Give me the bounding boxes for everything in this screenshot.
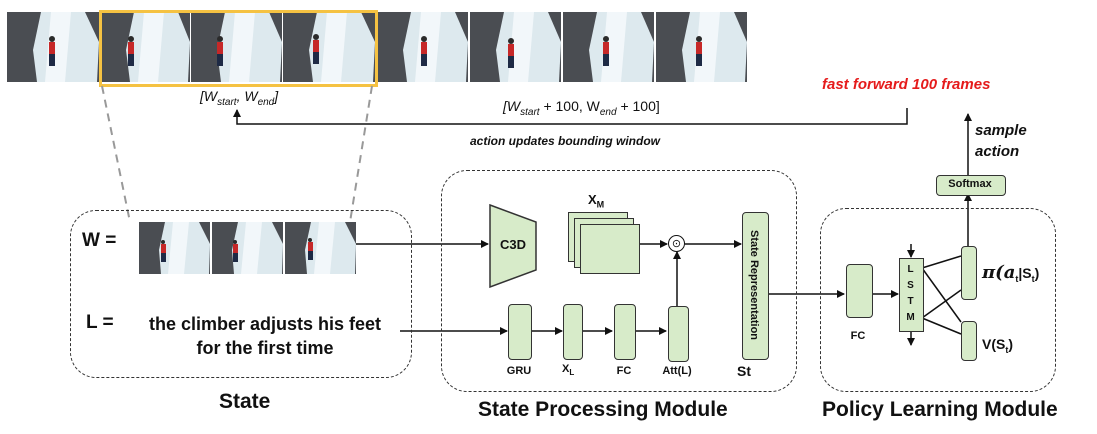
video-frame (283, 12, 375, 82)
lstm-letter: S (907, 280, 914, 291)
zoom-line-right (349, 85, 373, 223)
state-module-box (70, 210, 412, 378)
video-frame (191, 12, 282, 82)
attention-block (668, 306, 689, 362)
xm-feature-map-front (580, 224, 640, 274)
query-sentence: the climber adjusts his feet for the fir… (120, 312, 410, 360)
xl-label: XL (562, 363, 575, 378)
w-label: W = (82, 230, 117, 251)
attention-label: Att(L) (662, 365, 692, 377)
frame-image (100, 12, 190, 82)
zoom-line-left (101, 85, 131, 223)
gru-label: GRU (506, 365, 532, 377)
video-frame (100, 12, 190, 82)
policy-output-block (961, 246, 977, 300)
product-symbol: ⊙ (671, 238, 682, 250)
policy-learning-title: Policy Learning Module (822, 398, 1058, 421)
state-frame (139, 222, 210, 274)
lstm-pi-line-1 (921, 255, 962, 269)
lstm-v-line-2 (921, 317, 962, 335)
c3d-label: C3D (499, 237, 526, 252)
video-frame (7, 12, 99, 82)
frame-image (470, 12, 561, 82)
frame-image (191, 12, 282, 82)
fc-label: FC (616, 365, 632, 377)
sample-action-line-2: action (975, 143, 1020, 160)
video-frame (563, 12, 654, 82)
lstm-block (899, 258, 924, 332)
policy-learning-module-box (820, 208, 1056, 392)
frame-image (283, 12, 375, 82)
state-representation-label-wrap: State Representation (742, 212, 767, 358)
st-label: St (737, 363, 751, 379)
video-frame (656, 12, 747, 82)
c3d-block (489, 204, 537, 288)
lstm-letter: M (906, 312, 915, 323)
video-frame (377, 12, 468, 82)
frame-image (212, 222, 283, 274)
current-window-highlight (99, 10, 378, 87)
action-updates-label: action updates bounding window (470, 134, 660, 148)
elementwise-product-node: ⊙ (668, 235, 685, 252)
policy-fc-label: FC (850, 330, 866, 342)
query-sentence-line-2: for the first time (196, 338, 334, 358)
lstm-label: L S T M (899, 262, 922, 326)
state-frame (212, 222, 283, 274)
state-frame (285, 222, 356, 274)
policy-output-label: π(at|St) (982, 262, 1040, 284)
frame-image (7, 12, 99, 82)
fast-forward-label: fast forward 100 frames (822, 76, 991, 93)
frame-image (285, 222, 356, 274)
frame-image (656, 12, 747, 82)
sample-action-label: sample action (975, 120, 1027, 162)
state-representation-label: State Representation (748, 229, 761, 341)
state-processing-module-box (441, 170, 797, 392)
video-frame (470, 12, 561, 82)
value-output-label: V(St) (982, 336, 1014, 355)
window-update-arrow (233, 108, 908, 125)
value-output-block (961, 321, 977, 361)
softmax-block (936, 175, 1006, 196)
xl-block (563, 304, 583, 360)
fc-block (614, 304, 636, 360)
softmax-label: Softmax (948, 178, 992, 190)
query-sentence-line-1: the climber adjusts his feet (148, 314, 382, 334)
lstm-v-line-1 (921, 267, 962, 323)
state-processing-title: State Processing Module (478, 398, 728, 421)
state-representation-block (742, 212, 769, 360)
gru-block (508, 304, 532, 360)
lstm-letter: L (907, 264, 914, 275)
state-title: State (219, 390, 271, 413)
lstm-pi-line-2 (921, 289, 962, 319)
l-label: L = (86, 312, 114, 333)
policy-fc-block (846, 264, 873, 318)
frame-image (139, 222, 210, 274)
frame-image (563, 12, 654, 82)
xm-label: XM (588, 192, 605, 210)
lstm-letter: T (907, 296, 914, 307)
sample-action-line-1: sample (975, 122, 1027, 139)
window-label: [Wstart, Wend] (200, 88, 279, 108)
frame-image (377, 12, 468, 82)
shifted-window-label: [Wstart + 100, Wend + 100] (503, 98, 660, 118)
